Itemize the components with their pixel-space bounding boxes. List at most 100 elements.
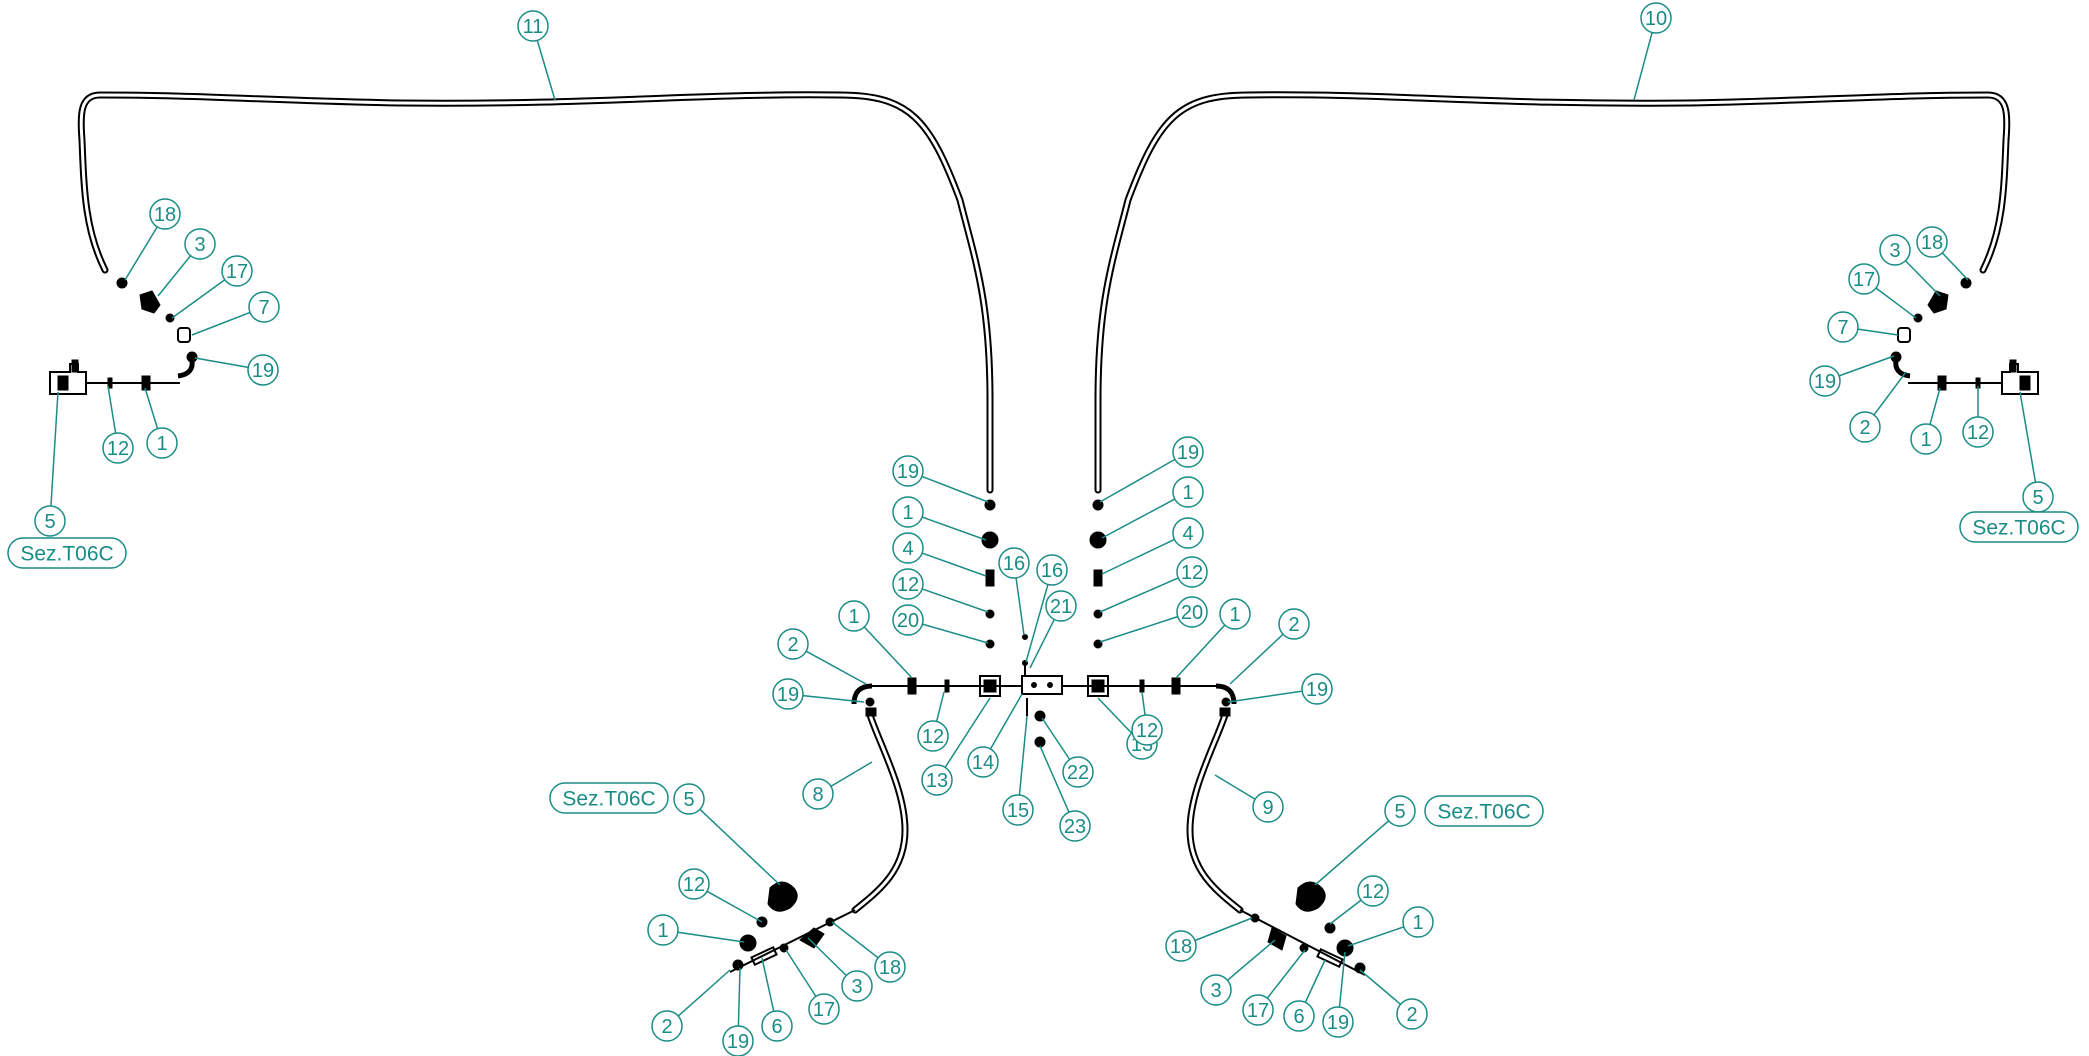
callout-number: 3 — [1210, 980, 1221, 1002]
leader-line-c16d — [1025, 584, 1049, 663]
callout-circle — [678, 868, 710, 900]
callout-balloon-c5g: 5 — [673, 783, 705, 815]
leader-line-c19e — [802, 694, 865, 703]
callout-balloon-c17g: 17 — [808, 993, 840, 1025]
leader-line-c1h — [1347, 926, 1405, 947]
callout-number: 12 — [1136, 720, 1158, 742]
leader-line-c1b — [1929, 387, 1941, 425]
callout-circle — [1172, 517, 1204, 549]
leader-line-c1d — [1101, 498, 1176, 539]
leader-line-c3g — [807, 937, 847, 977]
callout-circle — [102, 432, 134, 464]
callout-number: 19 — [727, 1031, 749, 1053]
callout-balloon-c12c: 12 — [892, 568, 924, 600]
leader-line-c20d — [1099, 615, 1178, 643]
callout-balloon-c13e: 13 — [921, 764, 953, 796]
leader-line-c12h — [1329, 899, 1362, 925]
callout-number: 15 — [1007, 800, 1029, 822]
leader-line-c2b — [1873, 371, 1907, 416]
callout-number: 6 — [771, 1016, 782, 1038]
callout-balloon-c15: 15 — [1002, 794, 1034, 826]
callout-balloon-c2e: 2 — [777, 628, 809, 660]
callout-balloon-c16c: 16 — [998, 547, 1030, 579]
section-reference-label: Sez.T06C — [1437, 801, 1530, 824]
callout-balloon-c3b: 3 — [1879, 234, 1911, 266]
leader-lines — [50, 32, 2037, 1027]
callout-number: 12 — [1362, 881, 1384, 903]
callout-circle — [1219, 598, 1251, 630]
leader-line-c21 — [1029, 619, 1055, 669]
callout-circle — [761, 1010, 793, 1042]
callout-number: 23 — [1064, 816, 1086, 838]
callout-balloon-c12h: 12 — [1357, 875, 1389, 907]
callout-balloon-c5a: 5 — [34, 505, 66, 537]
leader-line-c20c — [922, 623, 989, 644]
callout-circle — [149, 198, 181, 230]
callout-circle — [1278, 608, 1310, 640]
callout-circle — [998, 547, 1030, 579]
leader-line-c5h — [1314, 820, 1390, 886]
callout-balloon-c1f: 1 — [1219, 598, 1251, 630]
callout-circle — [967, 746, 999, 778]
callout-number: 5 — [683, 789, 694, 811]
leader-line-c17b — [1875, 287, 1917, 319]
callout-number: 8 — [812, 784, 823, 806]
callout-balloon-c17a: 17 — [221, 255, 253, 287]
callout-circle — [1002, 794, 1034, 826]
callout-balloon-c3a: 3 — [184, 228, 216, 260]
callout-number: 7 — [258, 297, 269, 319]
callout-number: 12 — [922, 726, 944, 748]
leader-line-c2e — [805, 650, 867, 685]
callout-balloon-c17h: 17 — [1242, 994, 1274, 1026]
callout-number: 11 — [523, 16, 544, 38]
callout-number: 5 — [1394, 801, 1405, 823]
callout-balloon-c7a: 7 — [248, 291, 280, 323]
callout-circle — [1045, 590, 1077, 622]
callout-balloon-c19g: 19 — [722, 1025, 754, 1056]
callout-circle — [647, 914, 679, 946]
leader-line-c12f — [1141, 691, 1146, 716]
section-reference-label: Sez.T06C — [562, 788, 655, 811]
callout-balloon-c20c: 20 — [892, 604, 924, 636]
callout-balloon-c19e: 19 — [772, 678, 804, 710]
callout-number: 19 — [1327, 1012, 1349, 1034]
callout-number: 12 — [683, 874, 705, 896]
callout-number: 3 — [1889, 240, 1900, 262]
fittings — [49, 277, 2039, 976]
callout-balloon-c2f: 2 — [1278, 608, 1310, 640]
leader-line-c7b — [1857, 328, 1899, 336]
callout-number: 17 — [1247, 1000, 1269, 1022]
leader-line-c3b — [1904, 260, 1941, 297]
callout-number: 19 — [1177, 442, 1199, 464]
callout-balloon-c22: 22 — [1062, 756, 1094, 788]
leader-line-c10 — [1633, 32, 1653, 101]
callout-number: 5 — [44, 511, 55, 533]
callout-balloon-c19a: 19 — [247, 354, 279, 386]
callout-number: 1 — [902, 502, 913, 524]
callout-balloon-c19d: 19 — [1172, 436, 1204, 468]
callout-number: 1 — [156, 433, 167, 455]
section-reference-sA: Sez.T06C — [7, 537, 127, 569]
callout-number: 14 — [972, 752, 994, 774]
callout-balloon-c18g: 18 — [874, 951, 906, 983]
leader-line-c12e — [935, 691, 945, 722]
callout-number: 12 — [107, 438, 129, 460]
leader-line-c1c — [921, 516, 987, 541]
leader-line-c12d — [1099, 577, 1179, 613]
callout-balloon-c1c: 1 — [892, 496, 924, 528]
leader-line-c22 — [1041, 717, 1071, 760]
callout-circle — [892, 568, 924, 600]
callout-balloon-c17b: 17 — [1848, 263, 1880, 295]
callout-circle — [1848, 263, 1880, 295]
callout-balloon-c12f: 12 — [1131, 714, 1163, 746]
callout-circle — [1059, 810, 1091, 842]
leader-line-c1e — [863, 626, 913, 679]
callout-balloon-c12g: 12 — [678, 868, 710, 900]
callout-balloon-c3h: 3 — [1200, 974, 1232, 1006]
callout-number: 16 — [1041, 560, 1063, 582]
callout-number: 18 — [1170, 936, 1192, 958]
callout-circle — [1916, 226, 1948, 258]
callout-balloon-c19h: 19 — [1322, 1006, 1354, 1038]
